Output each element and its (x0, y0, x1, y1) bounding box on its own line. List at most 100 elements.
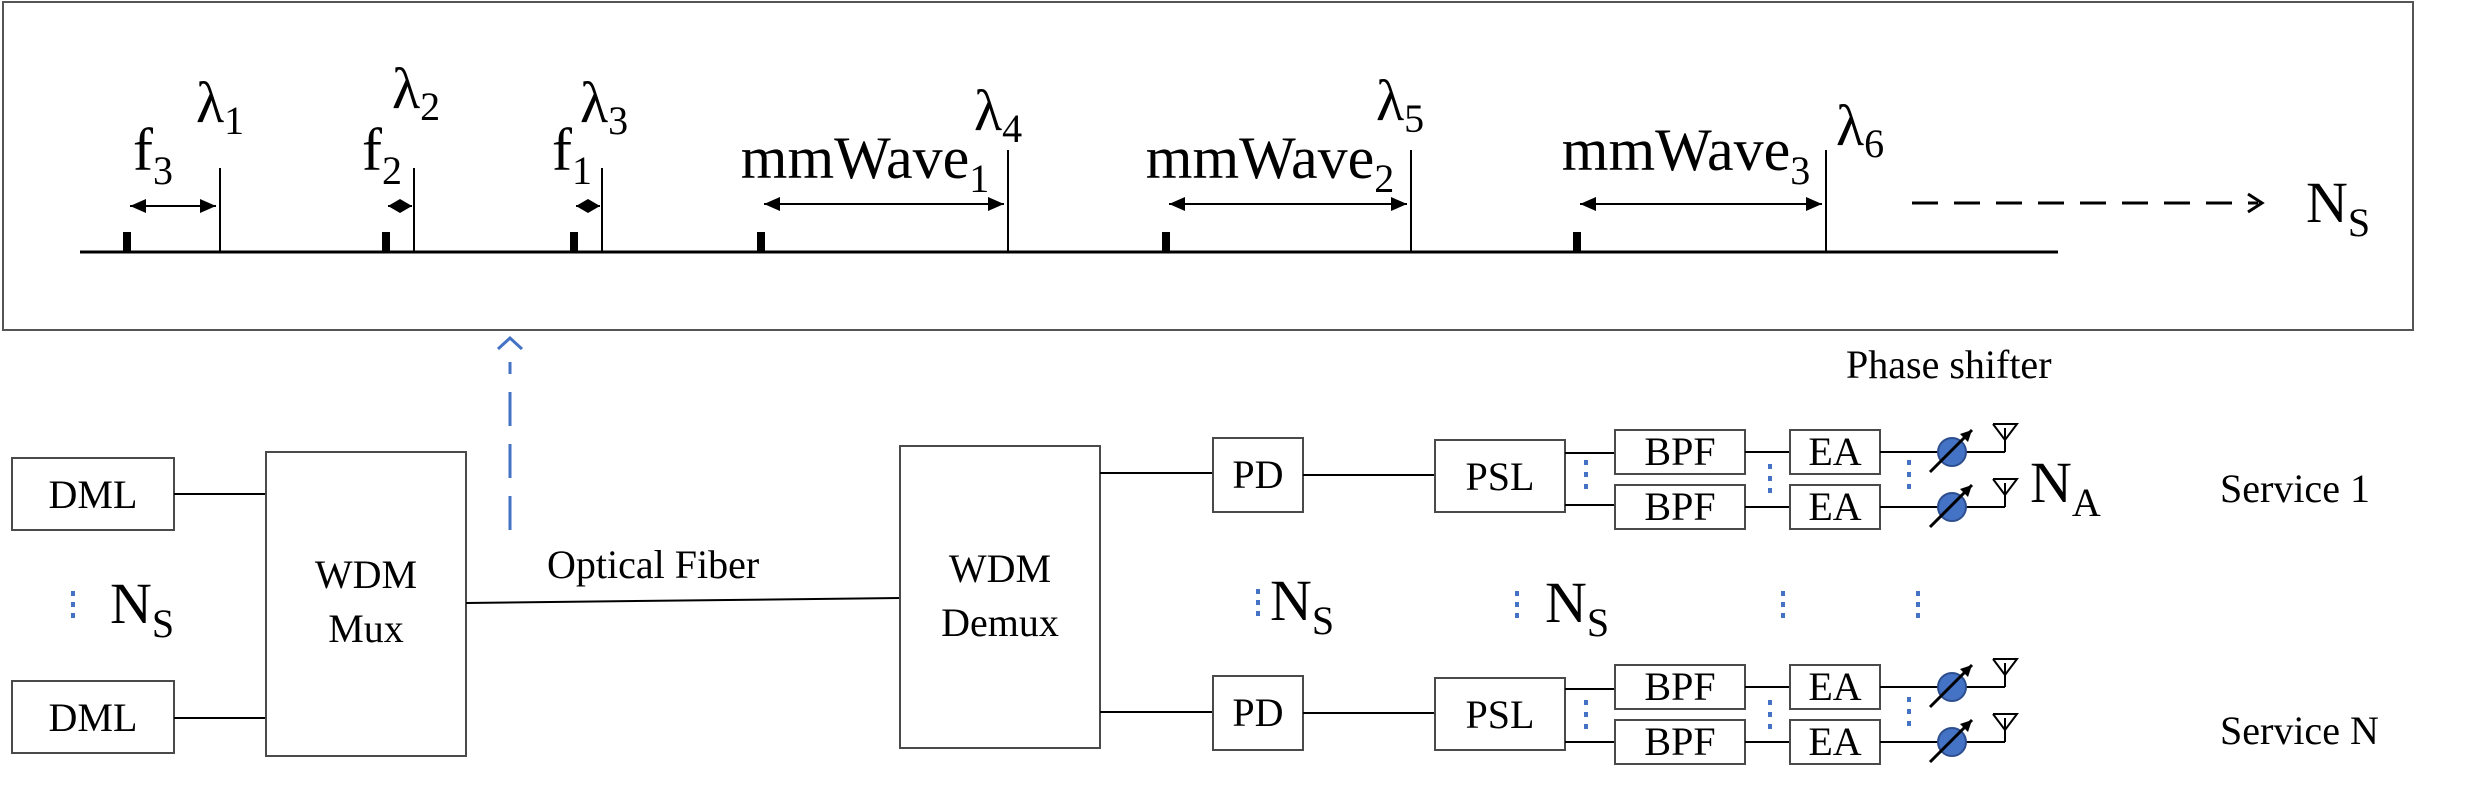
lambda-label: λ2 (392, 56, 440, 129)
ea-label: EA (1808, 429, 1861, 474)
spectrum-marker-5: mmWave2 λ5 (1146, 68, 1424, 252)
arrow-head-left (1580, 197, 1596, 211)
freq-label: mmWave3 (1562, 117, 1810, 193)
ea-dots (1907, 460, 1911, 489)
lambda-label: λ6 (1836, 93, 1884, 166)
arrow-head-right (988, 197, 1004, 211)
continuation-arrow-head (2247, 192, 2265, 214)
ea-box (1789, 484, 1881, 530)
arrow-head-right (400, 199, 412, 213)
arrow-head-left (1169, 197, 1185, 211)
psl-label: PSL (1466, 692, 1535, 737)
carrier-tick (382, 232, 390, 252)
freq-label: f1 (552, 117, 592, 193)
wdm-demux-line1: WDM (949, 546, 1051, 591)
arrow-head-left (764, 197, 780, 211)
phase-shifter-icon (1880, 663, 2005, 709)
service-n-label: Service N (2220, 708, 2379, 753)
ea-label: EA (1808, 719, 1861, 764)
lambda-label: λ5 (1376, 68, 1424, 141)
ea-dots (1907, 697, 1911, 726)
freq-label: mmWave2 (1146, 125, 1394, 201)
bpf-box (1614, 664, 1746, 710)
bpf-label: BPF (1644, 719, 1715, 764)
spectrum-marker-3: f1 λ3 (552, 70, 628, 252)
bpf-box (1614, 484, 1746, 530)
lambda-label: λ1 (196, 70, 244, 143)
antenna-icon (1992, 713, 2019, 742)
antenna-icon (1992, 423, 2019, 452)
antenna-icon (1992, 478, 2019, 507)
arrow-head-left (130, 199, 146, 213)
bpf-box (1614, 429, 1746, 475)
spectrum-marker-4: mmWave1 λ4 (741, 78, 1022, 252)
freq-label: f2 (362, 117, 402, 193)
dml-top-box (11, 457, 175, 531)
spectrum-panel: f3 λ1 f2 λ2 f1 λ3 (2, 1, 2414, 331)
arrow-head-right (588, 199, 600, 213)
bpf-label: BPF (1644, 429, 1715, 474)
psl-ns-label: NS (1545, 570, 1609, 645)
wdm-mux-line2: Mux (328, 606, 404, 651)
pd-box (1212, 437, 1304, 513)
carrier-tick (1573, 232, 1581, 252)
psl-box (1434, 677, 1566, 751)
ea-label: EA (1808, 664, 1861, 709)
wdm-mux-line1: WDM (315, 552, 417, 597)
ea-box (1789, 664, 1881, 710)
pd-ns-label: NS (1270, 568, 1334, 643)
wdm-demux-line2: Demux (941, 600, 1059, 645)
arrow-head-right (1806, 197, 1822, 211)
phase-shifter-icon (1880, 718, 2005, 764)
psl-dots (1584, 460, 1588, 489)
carrier-tick (757, 232, 765, 252)
wdm-demux-box (899, 445, 1101, 749)
carrier-tick (1162, 232, 1170, 252)
phase-shifter-label: Phase shifter (1846, 342, 2052, 387)
freq-label: mmWave1 (741, 125, 989, 201)
psl-box (1434, 439, 1566, 513)
service-n-chain: PD PSL BPF BPF EA (1100, 658, 2019, 765)
pd-box (1212, 675, 1304, 751)
ea-label: EA (1808, 484, 1861, 529)
spectrum-frame (2, 1, 2414, 331)
transmitter: DML DML NS WDM Mux (11, 451, 467, 757)
bpf-label: BPF (1644, 664, 1715, 709)
psl-dots (1584, 700, 1588, 729)
pd-label: PD (1232, 452, 1283, 497)
ea-box (1789, 429, 1881, 475)
carrier-tick (123, 232, 131, 252)
service-1-label: Service 1 (2220, 466, 2370, 511)
antenna-icon (1992, 658, 2019, 687)
dml-bottom-label: DML (49, 695, 138, 740)
transmitter-ns-label: NS (110, 571, 174, 646)
psl-label: PSL (1466, 454, 1535, 499)
spectrum-ns-label: NS (2306, 170, 2370, 245)
service-1-chain: PD PSL BPF BPF EA (1100, 423, 2019, 530)
spectrum-marker-6: mmWave3 λ6 (1562, 93, 1884, 252)
optical-fiber-label: Optical Fiber (547, 542, 759, 587)
dml-top-label: DML (49, 472, 138, 517)
pd-label: PD (1232, 690, 1283, 735)
arrow-head-right (200, 199, 216, 213)
receiver: WDM Demux PD PSL BPF BPF (899, 342, 2379, 765)
vertical-dots (1515, 591, 1519, 618)
arrow-head-right (1391, 197, 1407, 211)
bpf-dots (1768, 464, 1772, 493)
bpf-dots (1768, 700, 1772, 729)
lambda-label: λ3 (580, 70, 628, 143)
arrow-head-left (388, 199, 400, 213)
optical-fiber-line (465, 597, 901, 604)
arrow-head-left (576, 199, 588, 213)
freq-label: f3 (133, 117, 173, 193)
vertical-dots (1781, 591, 1785, 618)
phase-shifter-icon (1880, 428, 2005, 474)
wdm-mux-box (265, 451, 467, 757)
lambda-label: λ4 (974, 78, 1022, 151)
spectrum-marker-2: f2 λ2 (362, 56, 440, 252)
na-label: NA (2030, 450, 2101, 525)
vertical-dots (1916, 591, 1920, 618)
vertical-dots (1256, 589, 1260, 616)
spectrum-marker-1: f3 λ1 (123, 70, 244, 252)
